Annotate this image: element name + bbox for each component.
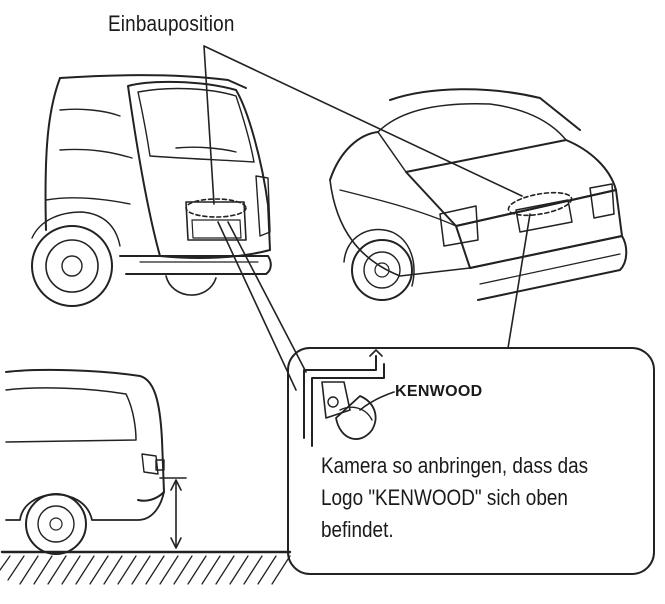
hatchback-car-icon <box>31 74 272 307</box>
camera-detail-callout <box>287 347 655 575</box>
ground-hatch-icon <box>0 550 292 585</box>
instruction-line-1: Kamera so anbringen, dass das <box>321 453 589 478</box>
camera-brand-label: KENWOOD <box>395 383 483 400</box>
sedan-car-icon <box>329 88 628 301</box>
mount-position-label: Einbauposition <box>108 11 235 36</box>
rear-camera-icon <box>303 349 395 447</box>
instruction-line-3: befindet. <box>321 517 394 542</box>
instruction-text: Kamera so anbringen, dass das Logo "KENW… <box>321 450 596 546</box>
van-car-icon <box>5 368 165 555</box>
leader-lines <box>203 45 531 391</box>
instruction-line-2: Logo "KENWOOD" sich oben <box>321 485 568 510</box>
height-dimension-arrow <box>159 477 187 549</box>
